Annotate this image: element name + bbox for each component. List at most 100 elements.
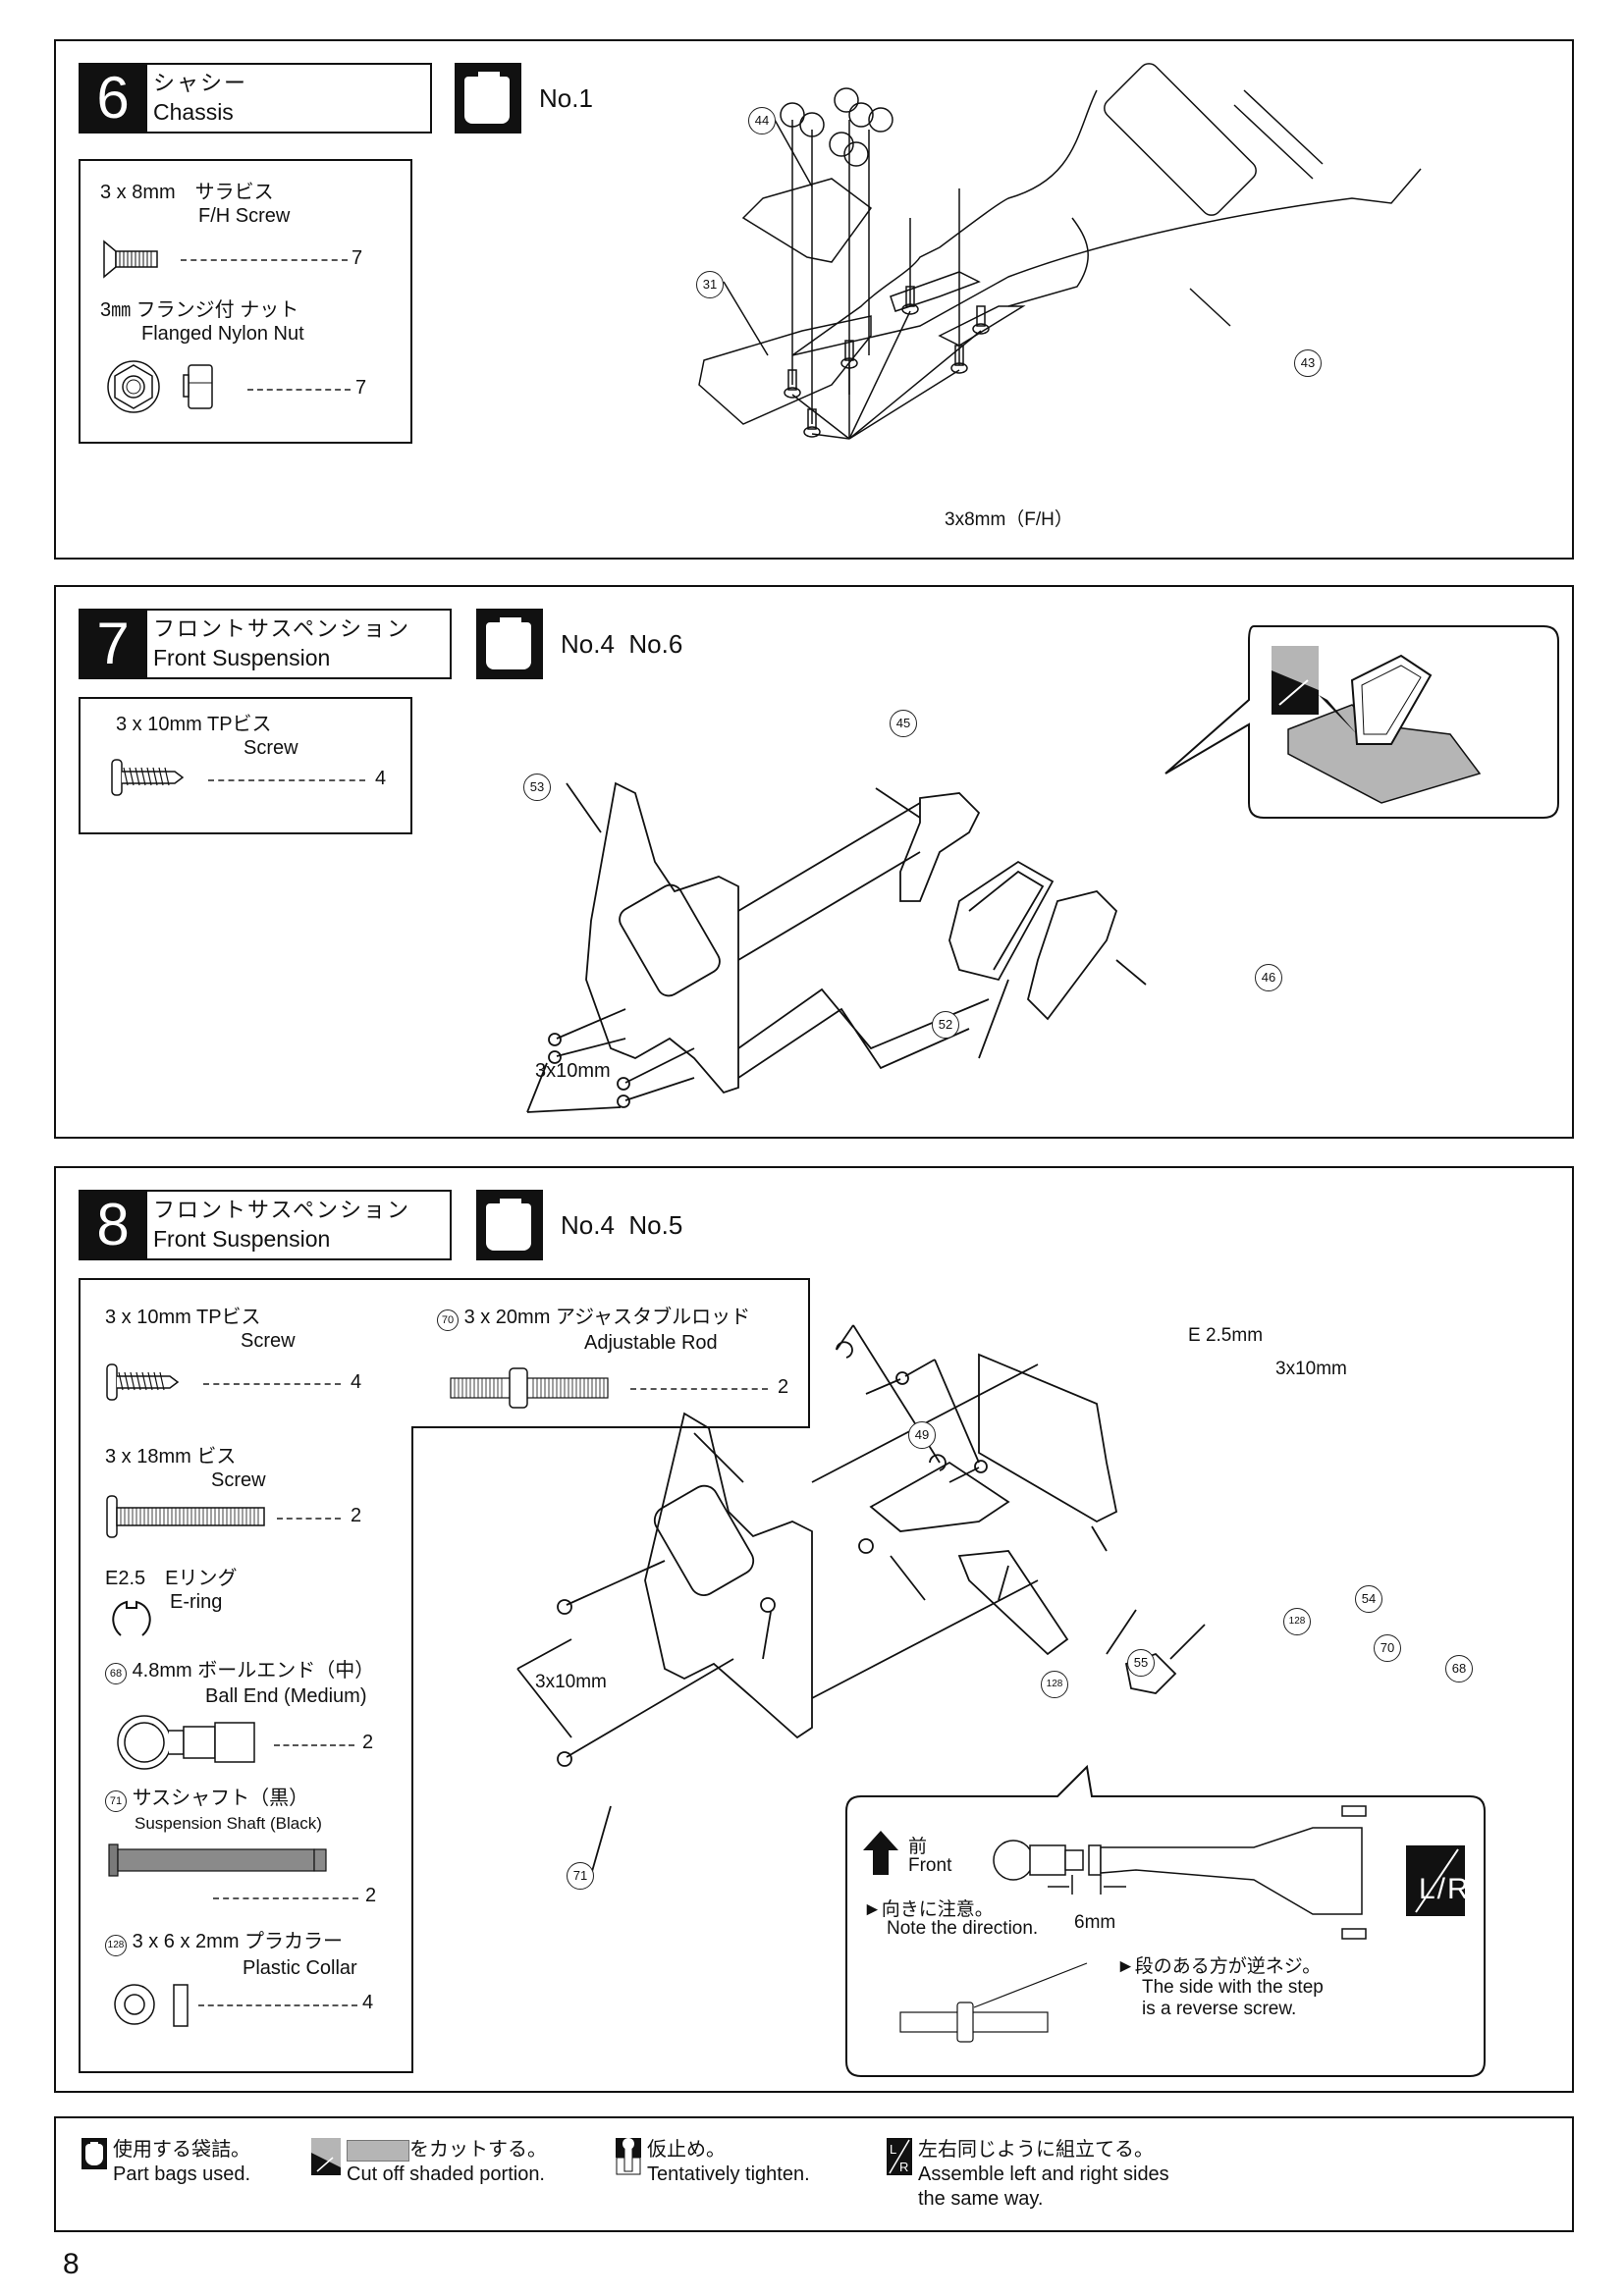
flat-head-screw-icon (103, 240, 158, 279)
symbol-legend: 使用する袋詰。Part bags used. をカットする。Cut off sh… (54, 2116, 1574, 2232)
part-item: 3 x 10mm TPビス Screw (105, 1306, 296, 1353)
leader-line (277, 1518, 341, 1520)
part-item: 3 x 10mm TPビス Screw (116, 713, 298, 760)
step-number: 7 (79, 609, 147, 679)
part-ref-70: 70 (437, 1309, 459, 1331)
part-callout-52: 52 (932, 1011, 959, 1039)
part-name-jp: 3 x 10mm TPビス (116, 714, 272, 735)
part-name-en: Screw (211, 1469, 266, 1491)
part-quantity: 2 (778, 1376, 789, 1398)
front-suspension-drawing (526, 781, 1147, 1113)
leader-line (213, 1897, 358, 1899)
bag-numbers: No.4 No.6 (561, 628, 683, 659)
part-callout-46: 46 (1255, 964, 1282, 991)
step-title-en: Chassis (153, 99, 234, 125)
step-title-jp: フロントサスペンション (153, 616, 411, 641)
leader-line (198, 2004, 357, 2006)
front-label-en: Front (908, 1855, 952, 1876)
part-quantity: 7 (355, 377, 367, 399)
flanged-nut-icon (107, 360, 213, 413)
parts-bag-indicator: No.4 No.5 (476, 1190, 682, 1260)
part-ref-71: 71 (105, 1790, 127, 1812)
svg-text:L: L (890, 2142, 896, 2157)
part-callout-128: 128 (1283, 1608, 1311, 1635)
lr-badge-text: L/R (1419, 1873, 1471, 1905)
detail-callout-frame (845, 1764, 1486, 2077)
left-right-icon: LR (887, 2138, 912, 2175)
leader-line (247, 389, 351, 391)
part-item: 3 x 18mm ビス Screw (105, 1445, 266, 1492)
part-callout-55: 55 (1127, 1649, 1155, 1677)
machine-screw-icon (106, 1495, 265, 1538)
part-quantity: 7 (352, 247, 363, 269)
legend-en: Cut off shaded portion. (347, 2163, 545, 2185)
legend-jp: 左右同じように組立てる。 (918, 2139, 1154, 2161)
parts-list-border (79, 1278, 810, 2073)
part-item: 3 x 8mm サラビス F/H Screw (100, 181, 290, 228)
part-quantity: 4 (351, 1371, 362, 1393)
part-name-jp: E2.5 Eリング (105, 1568, 238, 1589)
step-6-panel: 6 シャシー Chassis No.1 3 x 8mm サラビス F/H Scr… (54, 39, 1574, 560)
part-item: 71 サスシャフト（黒） Suspension Shaft (Black) (105, 1787, 322, 1836)
screw-size-label: 3x10mm (1275, 1359, 1347, 1379)
legend-item-bags: 使用する袋詰。Part bags used. (81, 2138, 250, 2187)
part-name-en: Flanged Nylon Nut (141, 323, 304, 345)
legend-item-cut: をカットする。Cut off shaded portion. (311, 2138, 547, 2187)
part-quantity: 2 (365, 1885, 377, 1906)
tentative-tighten-icon (616, 2138, 641, 2175)
e-ring-icon (112, 1600, 151, 1636)
legend-jp: 仮止め。 (647, 2139, 726, 2161)
part-item: 3㎜ フランジ付 ナット Flanged Nylon Nut (100, 298, 304, 346)
step-title: フロントサスペンション Front Suspension (147, 1190, 452, 1260)
part-name-jp: 128 3 x 6 x 2mm プラカラー (105, 1930, 357, 1956)
legend-jp: をカットする。 (347, 2138, 547, 2163)
front-suspension-arm-drawing (516, 1324, 1206, 1876)
part-quantity: 4 (375, 768, 387, 789)
part-callout-44: 44 (748, 107, 776, 134)
step-title-jp: シャシー (153, 71, 248, 95)
parts-bag-icon (81, 2138, 107, 2169)
part-name-jp: 71 サスシャフト（黒） (105, 1787, 322, 1812)
front-arrow-icon (863, 1831, 898, 1875)
part-callout-54: 54 (1355, 1585, 1382, 1613)
step-number: 6 (79, 63, 147, 133)
part-callout-45: 45 (890, 710, 917, 737)
part-item: 68 4.8mm ボールエンド（中） Ball End (Medium) (105, 1659, 374, 1708)
part-item: E2.5 Eリング E-ring (105, 1567, 237, 1614)
leader-line (181, 259, 348, 261)
part-callout-128: 128 (1041, 1671, 1068, 1698)
direction-note-jp: ►向きに注意。 (863, 1899, 994, 1920)
part-quantity: 4 (362, 1992, 374, 2013)
part-item: 128 3 x 6 x 2mm プラカラー Plastic Collar (105, 1930, 357, 1980)
part-callout-71: 71 (567, 1862, 594, 1890)
step-6-header: 6 シャシー Chassis (79, 63, 432, 133)
page-number: 8 (63, 2248, 80, 2280)
legend-en: Assemble left and right sides (918, 2163, 1169, 2185)
step-7-header: 7 フロントサスペンション Front Suspension (79, 609, 452, 679)
leader-line (630, 1388, 768, 1390)
adjustable-rod-icon (450, 1367, 609, 1409)
step-title-jp: フロントサスペンション (153, 1198, 411, 1222)
part-quantity: 2 (362, 1732, 374, 1753)
left-right-icon (1406, 1845, 1465, 1916)
part-item: 70 3 x 20mm アジャスタブルロッド Adjustable Rod (437, 1306, 750, 1355)
step-8-panel: 8 フロントサスペンション Front Suspension No.4 No.5… (54, 1166, 1574, 2093)
step-8-header: 8 フロントサスペンション Front Suspension (79, 1190, 452, 1260)
part-name-en: Screw (241, 1330, 296, 1352)
direction-note-en: Note the direction. (887, 1918, 1039, 1939)
step-number: 8 (79, 1190, 147, 1260)
bag-numbers: No.4 No.5 (561, 1209, 683, 1240)
part-name-jp: 3 x 18mm ビス (105, 1446, 237, 1468)
screw-size-label: 3x10mm (535, 1060, 611, 1082)
legend-jp: 使用する袋詰。 (113, 2139, 250, 2161)
ball-end-icon (117, 1715, 255, 1770)
part-name-en: Ball End (Medium) (205, 1685, 367, 1707)
part-name-en: Suspension Shaft (Black) (135, 1814, 322, 1833)
dimension-label: 6mm (1074, 1912, 1116, 1933)
reverse-note-en: The side with the step is a reverse scre… (1142, 1977, 1324, 2019)
tapping-screw-icon (106, 1363, 180, 1401)
part-name-en: F/H Screw (198, 205, 291, 227)
part-callout-70: 70 (1374, 1634, 1401, 1662)
parts-bag-indicator: No.1 (455, 63, 593, 133)
